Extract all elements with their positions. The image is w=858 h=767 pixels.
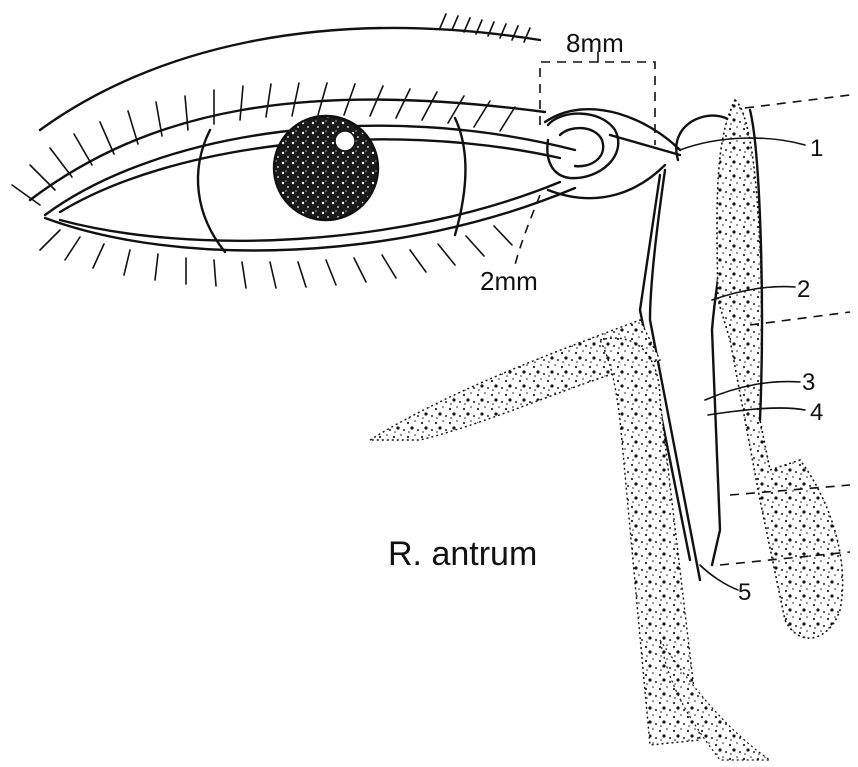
measure-8mm [540, 52, 655, 145]
label-2: 2 [797, 276, 810, 303]
nasal-wall [717, 100, 843, 638]
leader-5 [700, 565, 738, 590]
label-3: 3 [802, 369, 815, 396]
label-r-antrum: R. antrum [388, 535, 537, 573]
label-4: 4 [810, 399, 823, 426]
label-5: 5 [738, 579, 751, 606]
iris [274, 116, 378, 220]
pupil-highlight [335, 131, 355, 151]
label-8mm: 8mm [566, 28, 624, 58]
label-1: 1 [810, 135, 823, 162]
label-2mm: 2mm [480, 266, 538, 296]
eyeball [198, 116, 466, 252]
lower-eyelashes [40, 226, 512, 288]
